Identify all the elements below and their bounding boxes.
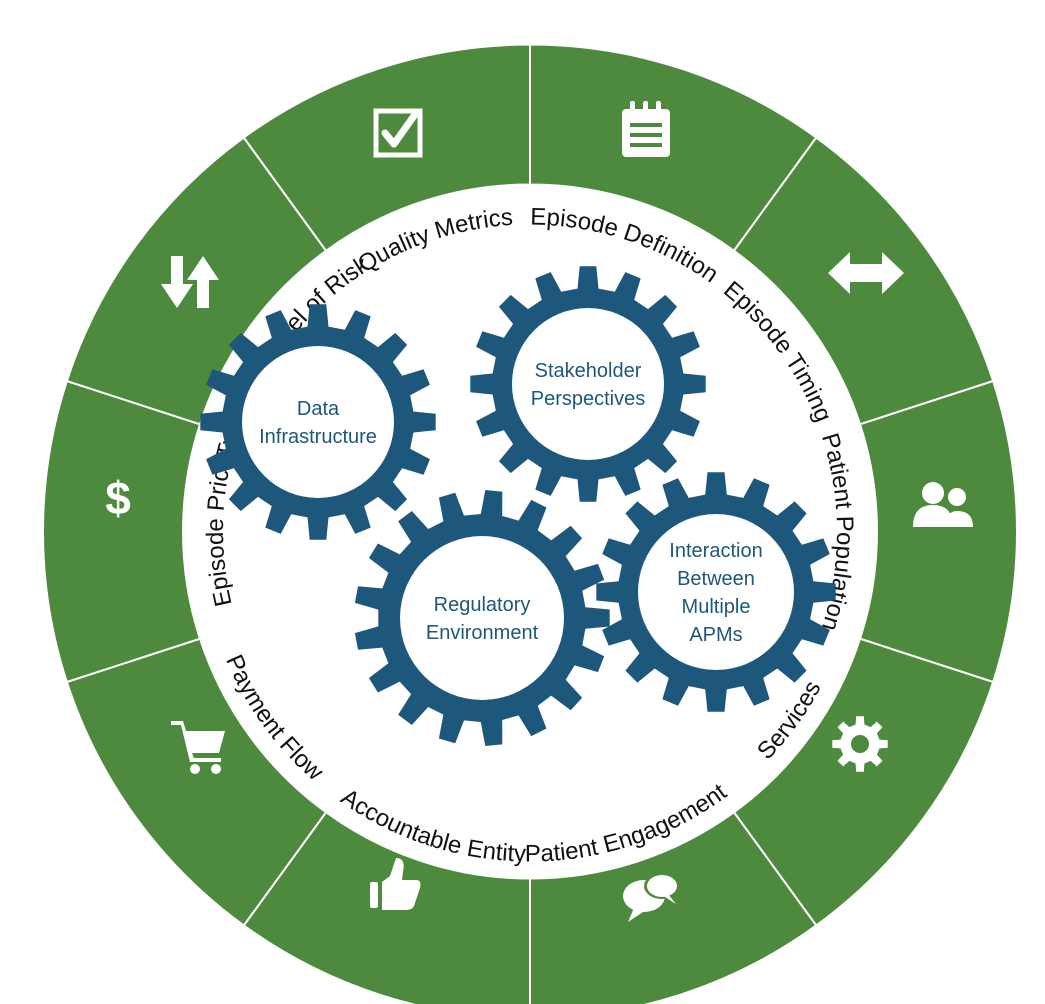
gear-cluster: DataInfrastructureStakeholderPerspective… — [200, 266, 836, 746]
gear-label-line: Environment — [426, 622, 539, 644]
dollar-icon: $ — [105, 472, 131, 524]
gear-hub — [512, 308, 664, 460]
gear-label-line: APMs — [689, 624, 742, 646]
gear-hub — [638, 514, 794, 670]
checkbox-icon — [373, 108, 423, 158]
gear-label-line: Stakeholder — [535, 360, 642, 382]
gear-label-line: Interaction — [669, 540, 762, 562]
gear-label-line: Between — [677, 568, 755, 590]
gear-label-line: Regulatory — [434, 594, 531, 616]
people-icon — [913, 482, 973, 527]
gear-label-line: Perspectives — [531, 388, 646, 410]
speech-bubbles-icon — [623, 873, 680, 922]
gear-label-line: Data — [297, 398, 340, 420]
ring-segment-3 — [858, 379, 1018, 684]
svg-text:$: $ — [105, 472, 131, 524]
calendar-icon — [622, 101, 670, 157]
left-right-arrow-icon — [828, 252, 904, 294]
segment-icons: $ — [105, 101, 973, 922]
gear-label-line: Infrastructure — [259, 426, 377, 448]
gear-hub — [400, 536, 564, 700]
gear-icon — [832, 716, 888, 772]
thumbs-up-icon — [370, 858, 421, 910]
ring-segment-8 — [42, 379, 202, 684]
shopping-cart-icon — [171, 721, 225, 774]
gear-label-line: Multiple — [682, 596, 751, 618]
up-down-arrows-icon — [161, 256, 219, 308]
gear-hub — [242, 346, 394, 498]
